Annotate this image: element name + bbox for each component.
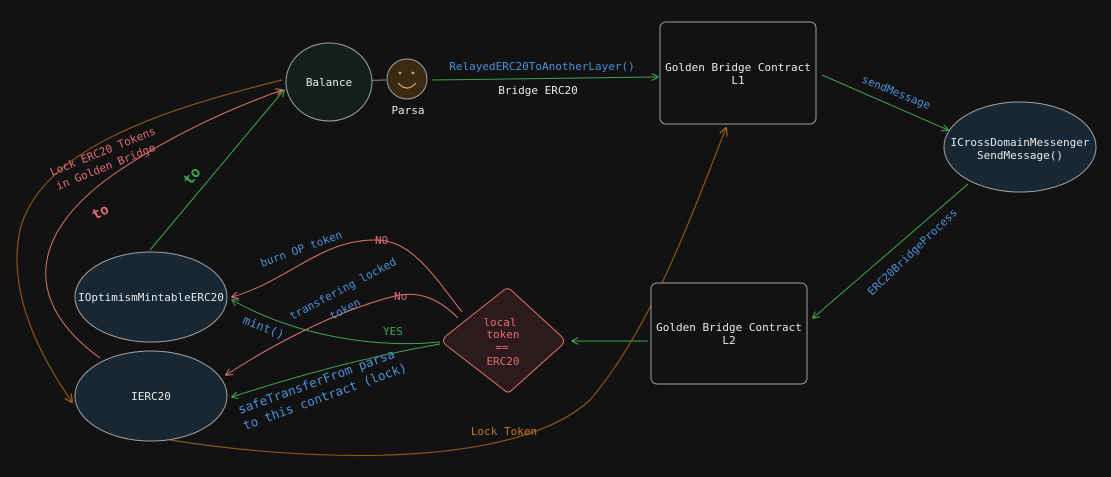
edge-parsa-to-bridge-l1 — [431, 77, 658, 80]
bridge-l1-node[interactable] — [659, 21, 817, 125]
decision-label-line4: ERC20 — [486, 355, 519, 368]
edge-diamond-no-burn — [232, 239, 463, 313]
edge-lock-token — [169, 128, 726, 457]
bridge-l1-label-line1: Golden Bridge Contract — [665, 61, 811, 74]
edge-ierc20-to-balance — [45, 90, 282, 359]
balance-label: Balance — [306, 76, 352, 89]
yes-label: YES — [383, 325, 403, 338]
edge-diamond-no-transfer — [226, 293, 459, 375]
edge-balance-lock — [16, 79, 283, 402]
bridge-process-label: ERC20BridgeProcess — [865, 206, 960, 298]
messenger-label-line2: SendMessage() — [977, 149, 1063, 162]
decision-label-line1: local — [483, 316, 516, 329]
edge-diamond-yes-to-optimism — [232, 300, 441, 345]
edge-optimism-to-balance — [149, 90, 284, 251]
balance-node[interactable] — [285, 42, 373, 122]
bridge-l2-node[interactable] — [650, 282, 808, 385]
bridge-erc20-label: Bridge ERC20 — [498, 84, 577, 97]
to-red-label: to — [89, 201, 111, 223]
optimism-mintable-node[interactable] — [74, 251, 228, 343]
parsa-label: Parsa — [391, 104, 424, 117]
decision-label-line2: token — [486, 328, 519, 341]
to-green-label: to — [179, 163, 204, 188]
decision-diamond[interactable] — [443, 288, 564, 393]
no-lower-label: No — [394, 290, 407, 303]
parsa-smiley-icon[interactable] — [386, 58, 428, 100]
edge-diamond-to-ierc20 — [232, 343, 441, 397]
messenger-label-line1: ICrossDomainMessenger — [950, 136, 1089, 149]
edge-bridge-l1-to-messenger — [821, 74, 948, 130]
bridge-l2-label-line2: L2 — [722, 334, 735, 347]
decision-label-line3: == — [495, 341, 509, 354]
lock-token-label: Lock Token — [471, 425, 537, 438]
bridge-l2-label-line1: Golden Bridge Contract — [656, 321, 802, 334]
ierc20-label: IERC20 — [131, 390, 171, 403]
optimism-mintable-label: IOptimismMintableERC20 — [78, 291, 224, 304]
relayed-label: RelayedERC20ToAnotherLayer() — [449, 60, 634, 73]
send-message-label: sendMessage — [860, 73, 932, 112]
messenger-node[interactable] — [943, 101, 1097, 193]
bridge-l1-label-line2: L1 — [731, 74, 744, 87]
no-upper-label: NO — [375, 234, 388, 247]
mint-label: mint() — [241, 313, 286, 342]
ierc20-node[interactable] — [74, 350, 228, 442]
edge-messenger-to-bridge-l2 — [813, 183, 969, 318]
